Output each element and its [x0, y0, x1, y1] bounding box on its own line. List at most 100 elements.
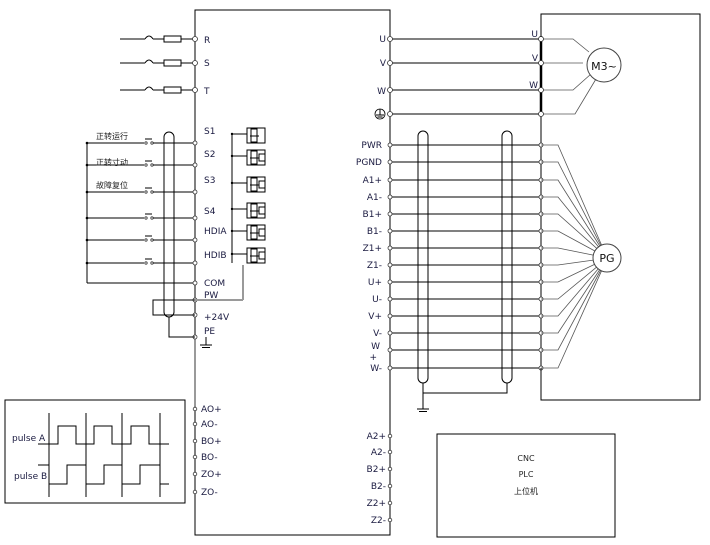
- encoder-line: PGND: [356, 158, 602, 246]
- terminal-pgnd-label: PGND: [356, 158, 382, 168]
- encoder-line: B1-: [367, 227, 596, 252]
- terminal-com-label: COM: [204, 279, 225, 289]
- switch-label: 正转寸动: [96, 157, 128, 167]
- digital-input-row: S1 正转运行: [85, 127, 266, 146]
- pulse-b-waveform: [38, 464, 169, 485]
- switch-contact: [144, 216, 148, 220]
- encoder-line: Z1+: [363, 244, 594, 256]
- encoder-line: V-: [373, 269, 600, 339]
- encoder-line: U+: [368, 264, 595, 288]
- switch-contact: [144, 261, 148, 265]
- terminal-b1-plus-label: B1+: [363, 210, 382, 220]
- encoder-label: PG: [599, 252, 614, 265]
- terminal-a1-minus-label: A1-: [367, 193, 382, 203]
- terminal-pwr-label: PWR: [361, 141, 382, 151]
- terminal-s2-label: S2: [204, 150, 215, 160]
- digital-input-row: HDIB: [85, 247, 266, 266]
- controller-plc: PLC: [519, 470, 534, 479]
- optocoupler-icon: [230, 176, 266, 193]
- pulse-a-label: pulse A: [12, 434, 46, 444]
- terminal-z2-minus-label: Z2-: [371, 516, 386, 526]
- optocoupler-icon: [230, 202, 266, 219]
- controller-cnc: CNC: [517, 454, 535, 463]
- encoder-symbol: [592, 243, 622, 273]
- terminal-a1-plus-label: A1+: [363, 176, 382, 186]
- drive-w-label: W: [377, 87, 386, 97]
- shield-loop-encoder-2: [501, 130, 513, 384]
- motor-label: M3~: [591, 60, 617, 73]
- terminal-b2-minus-label: B2-: [371, 482, 386, 492]
- motor-output-lines: M3~ U V W U V W: [374, 30, 622, 120]
- drive-u-label: U: [379, 35, 386, 45]
- terminal-z1-minus-label: Z1-: [367, 261, 382, 271]
- pulse-output-terminals: AO+AO-BO+BO-ZO+ZO-: [192, 405, 222, 498]
- terminal-z1-plus-label: Z1+: [363, 244, 382, 254]
- drive-v-label: V: [380, 59, 387, 69]
- digital-input-row: HDIA: [85, 224, 266, 243]
- shield-loop-encoder-1: [417, 130, 429, 384]
- motor-w-label: W: [529, 81, 538, 91]
- pulse-a-waveform: [38, 425, 169, 445]
- terminal-u-minus-label: U-: [372, 295, 382, 305]
- terminal-s1-label: S1: [204, 127, 215, 137]
- terminal-w-plus-label: W: [371, 342, 380, 352]
- encoder-line: A1-: [367, 193, 599, 248]
- power-line-t: [120, 86, 195, 94]
- terminal-plus24v-label: +24V: [204, 313, 230, 323]
- servo-drive-box: [194, 9, 391, 536]
- earth-icon: [374, 108, 386, 120]
- terminal-b1-minus-label: B1-: [367, 227, 382, 237]
- switch-contact: [144, 141, 148, 145]
- switch-label: 正转运行: [96, 131, 128, 141]
- terminal-hdib-label: HDIB: [204, 251, 227, 261]
- power-line-r: [120, 35, 195, 43]
- pulse-input-terminals: A2+A2-B2+B2-Z2+Z2-: [367, 432, 393, 526]
- power-inputs: R S T: [120, 35, 210, 97]
- encoder-line: PWR: [361, 141, 602, 246]
- encoder-line: U-: [372, 266, 597, 305]
- switch-contact: [144, 190, 148, 194]
- terminal-z2-plus-label: Z2+: [367, 499, 386, 509]
- terminal-t-label: T: [203, 87, 210, 97]
- encoder-line: A1+: [363, 176, 601, 247]
- terminal-ao-minus-label: AO-: [201, 420, 218, 430]
- terminal-a2-minus-label: A2-: [371, 448, 386, 458]
- shield-loop-left: [163, 131, 175, 318]
- motor-encoder-box: [540, 13, 701, 401]
- optocoupler-icon: [230, 224, 266, 241]
- digital-input-row: S4: [85, 202, 266, 221]
- encoder-line: V+: [368, 268, 599, 322]
- terminal-hdia-label: HDIA: [204, 227, 227, 237]
- terminal-s3-label: S3: [204, 176, 215, 186]
- encoder-line: Z1-: [367, 259, 594, 271]
- terminal-v-minus-label: V-: [373, 329, 382, 339]
- optocoupler-icon: [230, 127, 266, 144]
- motor-v-label: V: [532, 54, 539, 64]
- terminal-bo-plus-label: BO+: [201, 437, 222, 447]
- terminal-zo-minus-label: ZO-: [201, 488, 218, 498]
- motor-u-label: U: [531, 30, 538, 40]
- controller-box: CNC PLC 上位机: [436, 433, 616, 538]
- ground-icon-pe: [200, 337, 212, 348]
- svg-text:+: +: [369, 353, 377, 363]
- ground-icon-encoder: [417, 393, 429, 412]
- terminal-b2-plus-label: B2+: [367, 465, 386, 475]
- pulse-b-label: pulse B: [14, 472, 47, 482]
- pulse-timing-chart: pulse A pulse B: [4, 399, 186, 504]
- terminal-u-plus-label: U+: [368, 278, 382, 288]
- terminal-w-minus-label: W-: [370, 364, 382, 374]
- terminal-s4-label: S4: [204, 207, 216, 217]
- terminal-zo-plus-label: ZO+: [201, 470, 222, 480]
- controller-host: 上位机: [514, 486, 538, 496]
- encoder-line: W-: [370, 270, 602, 374]
- terminal-pe-label: PE: [204, 327, 215, 337]
- encoder-line: W+: [369, 270, 601, 363]
- terminal-ao-plus-label: AO+: [201, 405, 222, 415]
- terminal-r-label: R: [204, 36, 210, 46]
- motor-symbol: [586, 47, 622, 83]
- optocoupler-icon: [230, 247, 266, 264]
